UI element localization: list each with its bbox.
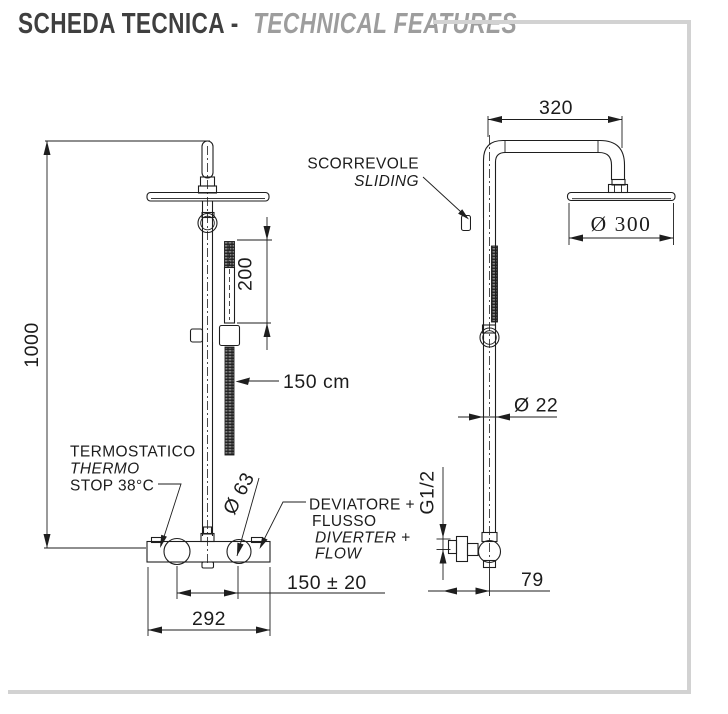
- page-title: SCHEDA TECNICA - TECHNICAL FEATURES: [18, 8, 517, 41]
- riser-pipe-front: [197, 140, 218, 566]
- hose-front: [224, 346, 235, 456]
- thread-dimension: G1/2: [417, 467, 451, 580]
- sliding-label-line1: SCORREVOLE: [307, 156, 419, 173]
- shower-head-side: [566, 178, 676, 202]
- arm-dimension: 320: [487, 97, 623, 148]
- hand-shower-front: [223, 241, 236, 324]
- pipe-diameter-dimension: Ø 22: [458, 395, 558, 421]
- slider-bracket-front: [189, 324, 241, 347]
- arm-dimension-value: 320: [539, 97, 573, 119]
- body-width-dimension: 292: [147, 567, 271, 636]
- shower-head-front: [146, 191, 270, 202]
- body-width-value: 292: [192, 608, 226, 630]
- sliding-label: SCORREVOLE SLIDING: [307, 156, 469, 220]
- front-view-drawing: 1000: [21, 140, 415, 636]
- diverter-label-line1: DEVIATORE +: [309, 497, 415, 514]
- diverter-label: DEVIATORE + FLUSSO DIVERTER + FLOW: [259, 497, 415, 563]
- sliding-label-line2: SLIDING: [354, 173, 419, 190]
- diverter-label-line3: DIVERTER +: [315, 530, 410, 547]
- hose-length-value: 150 cm: [283, 371, 350, 393]
- frame-rule-bottom: [8, 690, 691, 694]
- thermostatic-label-line3: STOP 38°C: [70, 478, 154, 495]
- diverter-label-line2: FLUSSO: [312, 513, 376, 530]
- frame-rule-top: [433, 20, 688, 24]
- diverter-label-line4: FLOW: [315, 546, 362, 563]
- thread-label-value: G1/2: [417, 470, 439, 514]
- page-title-english: TECHNICAL FEATURES: [253, 8, 518, 40]
- handshower-dimension: 200: [235, 217, 272, 350]
- knob-diameter-value: Ø 63: [219, 469, 259, 518]
- head-diameter-dimension: Ø 300: [568, 203, 674, 245]
- head-diameter-value: Ø 300: [591, 212, 652, 236]
- pipe-diameter-value: Ø 22: [514, 395, 558, 417]
- thermostatic-label-line2: THERMO: [70, 461, 140, 478]
- slider-bracket-side: [460, 213, 483, 234]
- thermostatic-label: TERMOSTATICO THERMO STOP 38°C: [70, 444, 196, 548]
- ball-joint-front: [197, 211, 218, 234]
- wall-distance-value: 79: [521, 569, 544, 591]
- wall-distance-dimension: 79: [428, 569, 550, 596]
- riser-and-arm-side: [482, 135, 626, 570]
- height-dimension: 1000: [21, 140, 210, 549]
- knob-centers-dimension: 150 ± 20: [176, 566, 385, 599]
- handshower-dimension-value: 200: [235, 257, 257, 291]
- side-view-drawing: 320: [307, 97, 676, 596]
- page-title-italian: SCHEDA TECNICA -: [18, 8, 239, 40]
- frame-rule-right: [687, 20, 691, 693]
- mixer-body-side: [447, 531, 502, 569]
- hose-side: [491, 245, 498, 323]
- knob-centers-value: 150 ± 20: [287, 572, 367, 594]
- hose-length-label: 150 cm: [235, 371, 350, 393]
- thermostatic-label-line1: TERMOSTATICO: [70, 444, 196, 461]
- ball-joint-side: [479, 324, 500, 348]
- height-dimension-value: 1000: [21, 322, 43, 367]
